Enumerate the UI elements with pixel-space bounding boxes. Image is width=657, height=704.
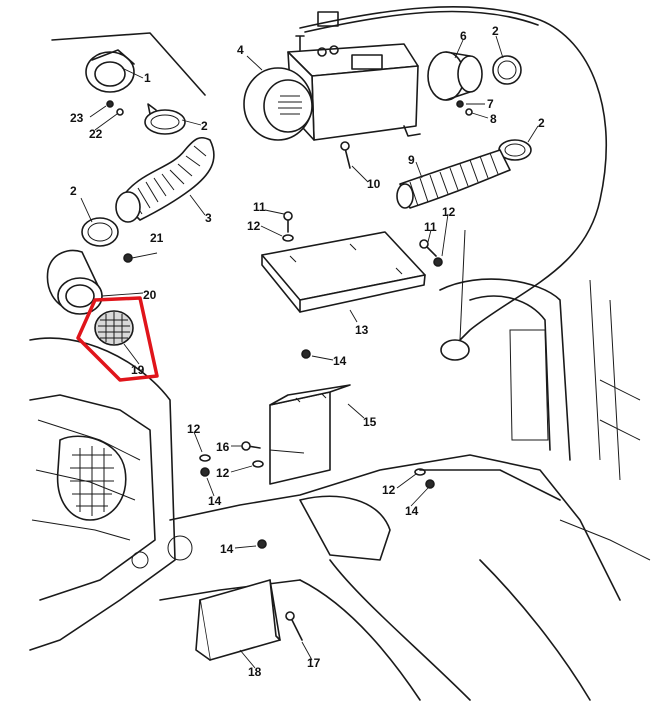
part-19-screen: [94, 310, 134, 346]
callout-13: 13: [355, 323, 369, 337]
callout-15: 15: [363, 415, 377, 429]
part-20-air-inlet-housing: [46, 249, 133, 315]
fasteners: [106, 100, 443, 641]
part-6-outlet-adapter: [427, 51, 483, 116]
callout-2: 2: [70, 184, 77, 198]
callout-14: 14: [405, 504, 419, 518]
highlight-box-item-19: [76, 296, 159, 382]
callout-18: 18: [248, 665, 262, 679]
vehicle-body: [29, 278, 651, 701]
callout-14: 14: [220, 542, 234, 556]
part-15-bracket: [269, 384, 351, 485]
callout-2: 2: [201, 119, 208, 133]
part-13-mounting-bracket: [261, 231, 426, 313]
callout-10: 10: [367, 177, 381, 191]
part-1-duct-adapter: [51, 32, 206, 96]
callout-20: 20: [143, 288, 157, 302]
callout-12: 12: [187, 422, 201, 436]
callout-1: 1: [144, 71, 151, 85]
callout-11: 11: [253, 200, 266, 214]
part-9-hose: [396, 149, 511, 209]
callout-12: 12: [247, 219, 261, 233]
callout-23: 23: [70, 111, 84, 125]
callout-16: 16: [216, 440, 230, 454]
callout-labels: 1 2 2 2 2 3 4 6 7 8 9 10 11 11 12 12 12 …: [70, 24, 545, 679]
callout-4: 4: [237, 43, 244, 57]
callout-9: 9: [408, 153, 415, 167]
callout-6: 6: [460, 29, 467, 43]
callout-21: 21: [150, 231, 164, 245]
part-2-hose-clamps: [81, 55, 532, 247]
callout-2: 2: [492, 24, 499, 38]
callout-22: 22: [89, 127, 103, 141]
leader-lines: [80, 35, 539, 669]
callout-14: 14: [333, 354, 347, 368]
callout-17: 17: [307, 656, 321, 670]
callout-8: 8: [490, 112, 497, 126]
part-3-flexible-hose: [115, 136, 215, 223]
callout-19: 19: [131, 363, 145, 377]
part-4-heater-unit: [243, 11, 421, 141]
callout-11: 11: [424, 220, 437, 234]
callout-12: 12: [216, 466, 230, 480]
callout-12: 12: [382, 483, 396, 497]
callout-14: 14: [208, 494, 222, 508]
callout-3: 3: [205, 211, 212, 225]
callout-2: 2: [538, 116, 545, 130]
part-18-guard: [195, 579, 281, 661]
callout-7: 7: [487, 97, 494, 111]
callout-12: 12: [442, 205, 456, 219]
